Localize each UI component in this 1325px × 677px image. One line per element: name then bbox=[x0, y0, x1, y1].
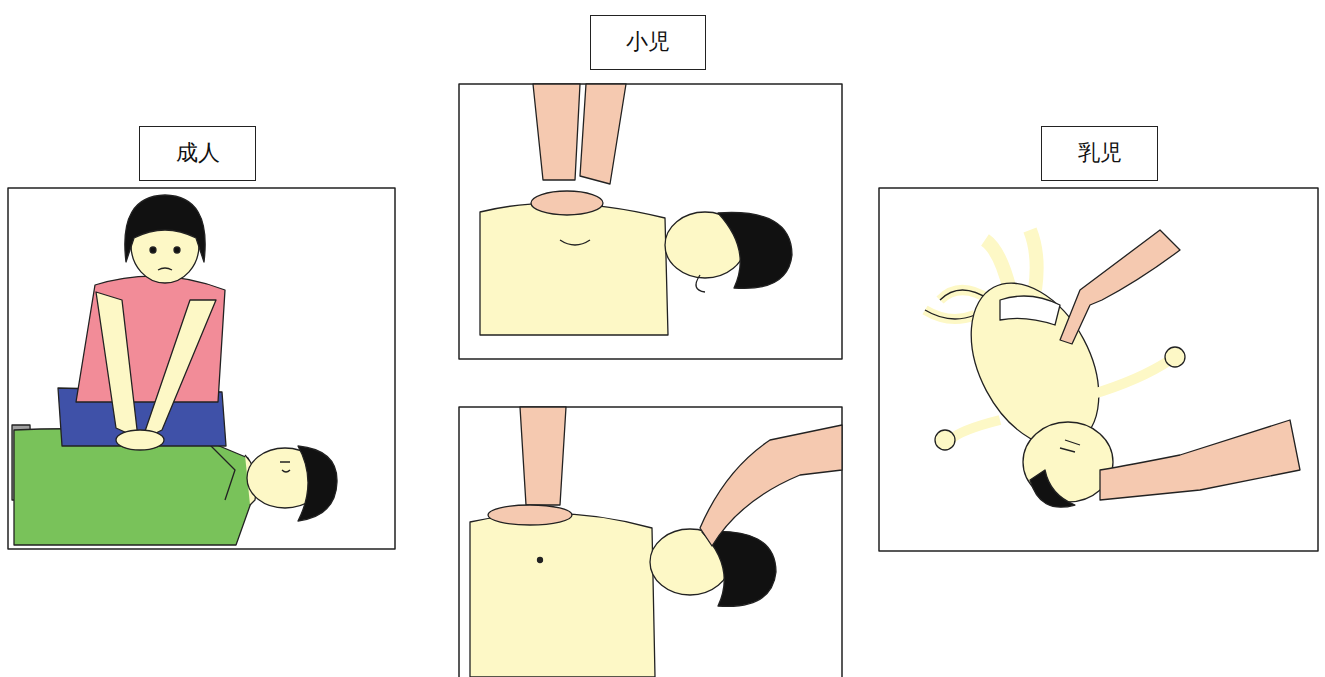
child-head-tilt-figure-part bbox=[459, 407, 842, 677]
infant-cpr-figure bbox=[879, 188, 1318, 551]
infant-cpr-figure-part bbox=[1000, 296, 1060, 325]
adult-cpr-figure-part bbox=[150, 247, 156, 253]
infant-cpr-figure-part bbox=[1165, 347, 1185, 367]
adult-cpr-figure-part bbox=[8, 188, 395, 549]
label-text: 成人 bbox=[176, 140, 220, 166]
label-text: 乳児 bbox=[1078, 140, 1122, 166]
child-compression-figure-part bbox=[533, 84, 580, 180]
label-box: 成人 bbox=[139, 126, 256, 181]
child-head-tilt-figure-part bbox=[700, 425, 842, 546]
child-head-tilt-figure-part bbox=[538, 558, 543, 563]
infant-cpr-figure-part bbox=[1100, 420, 1300, 500]
child-head-tilt-figure bbox=[459, 407, 842, 677]
child-compression-figure-part bbox=[580, 84, 626, 184]
adult-cpr-figure-part bbox=[96, 292, 138, 438]
child-compression-figure-part bbox=[459, 84, 842, 359]
label-box: 乳児 bbox=[1041, 126, 1158, 181]
infant-cpr-figure-part bbox=[879, 188, 1318, 551]
label-text: 小児 bbox=[626, 29, 670, 55]
child-compression-figure-part bbox=[480, 203, 668, 335]
infant-cpr-figure-part bbox=[1030, 470, 1075, 507]
infant-cpr-figure-part bbox=[985, 230, 1037, 290]
child-compression-figure-part bbox=[718, 213, 792, 289]
adult-cpr-figure-part bbox=[142, 300, 216, 440]
label-box: 小児 bbox=[590, 15, 706, 70]
child-compression-figure-part bbox=[531, 191, 603, 215]
adult-cpr-figure-part bbox=[158, 268, 172, 270]
infant-cpr-figure-part bbox=[935, 430, 955, 450]
adult-cpr-figure-part bbox=[116, 430, 164, 450]
adult-cpr-figure bbox=[8, 188, 395, 549]
adult-cpr-figure-part bbox=[174, 247, 180, 253]
child-compression-figure bbox=[459, 84, 842, 359]
child-head-tilt-figure-part bbox=[520, 407, 566, 505]
infant-cpr-figure-part bbox=[1060, 440, 1080, 452]
child-compression-figure-part bbox=[696, 275, 705, 292]
adult-cpr-figure-part bbox=[205, 440, 235, 500]
infant-cpr-figure-part bbox=[1060, 230, 1180, 344]
adult-cpr-figure-part bbox=[125, 195, 205, 262]
child-head-tilt-figure-part bbox=[488, 505, 572, 525]
child-compression-figure-part bbox=[560, 240, 590, 245]
child-head-tilt-figure-part bbox=[470, 513, 655, 677]
adult-cpr-figure-part bbox=[298, 446, 337, 521]
adult-cpr-figure-part bbox=[280, 462, 290, 472]
